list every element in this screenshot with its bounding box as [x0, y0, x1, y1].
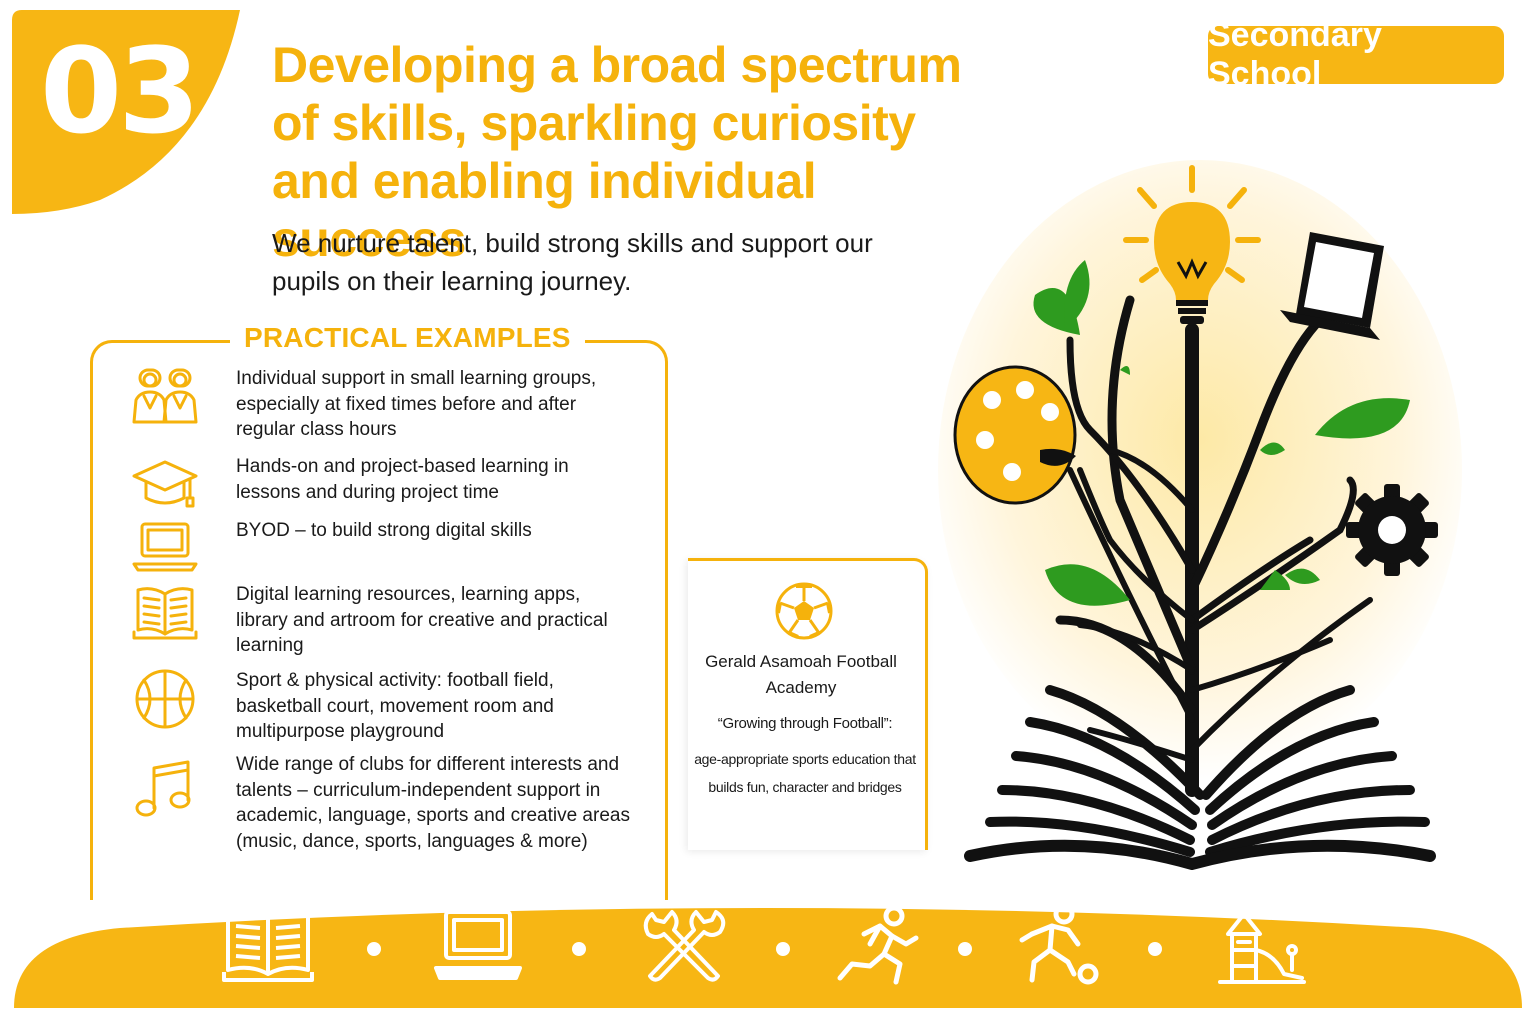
- corner-badge: [12, 10, 240, 214]
- school-level-badge: Secondary School: [1208, 16, 1504, 93]
- laptop-icon: [1280, 232, 1384, 340]
- list-item: BYOD – to build strong digital skills: [128, 518, 648, 584]
- example-text: Hands-on and project-based learning in l…: [236, 456, 569, 503]
- gear-icon: [1346, 484, 1438, 576]
- basketball-icon: [128, 668, 202, 734]
- list-item: Sport & physical activity: football fiel…: [128, 668, 648, 745]
- separator-dot: [958, 942, 972, 956]
- list-item: Hands-on and project-based learning in l…: [128, 454, 648, 520]
- graduation-cap-icon: [128, 454, 202, 520]
- academy-name: Gerald Asamoah Football Academy: [705, 652, 897, 697]
- group-icon: [128, 366, 202, 432]
- football-player-icon: [1019, 904, 1099, 985]
- list-item: Wide range of clubs for different intere…: [128, 752, 648, 854]
- tools-icon: [643, 910, 726, 982]
- football-academy-card: Gerald Asamoah Football Academy “Growing…: [688, 558, 928, 850]
- bottom-banner: [14, 908, 1522, 1008]
- open-book-icon: [222, 909, 314, 982]
- section-number: 03: [40, 22, 200, 160]
- example-text: BYOD – to build strong digital skills: [236, 520, 532, 541]
- football-icon: [775, 582, 833, 640]
- lightbulb-icon: [1123, 165, 1261, 324]
- book-icon: [128, 582, 202, 648]
- practical-examples-title: PRACTICAL EXAMPLES: [230, 322, 585, 354]
- page-subtitle: We nurture talent, build strong skills a…: [272, 228, 873, 296]
- runner-icon: [837, 905, 919, 985]
- laptop-icon: [434, 910, 522, 980]
- list-item: Digital learning resources, learning app…: [128, 582, 648, 659]
- growth-tree-illustration: [938, 160, 1462, 870]
- separator-dot: [1148, 942, 1162, 956]
- page-title: Developing a broad spectrum of skills, s…: [272, 37, 962, 267]
- laptop-icon: [128, 518, 202, 584]
- example-text: Sport & physical activity: football fiel…: [236, 670, 554, 742]
- music-note-icon: [128, 758, 202, 824]
- example-text: Digital learning resources, learning app…: [236, 584, 608, 656]
- playground-icon: [1218, 912, 1306, 984]
- academy-quote: “Growing through Football”:: [717, 715, 893, 732]
- open-book-icon: [964, 685, 1436, 870]
- list-item: Individual support in small learning gro…: [128, 366, 648, 443]
- example-text: Wide range of clubs for different intere…: [236, 754, 630, 852]
- palette-icon: [953, 365, 1077, 505]
- separator-dot: [367, 942, 381, 956]
- leaf-icon: [1033, 260, 1410, 606]
- separator-dot: [572, 942, 586, 956]
- example-text: Individual support in small learning gro…: [236, 368, 597, 440]
- academy-description: age-appropriate sports education that bu…: [694, 751, 916, 795]
- separator-dot: [776, 942, 790, 956]
